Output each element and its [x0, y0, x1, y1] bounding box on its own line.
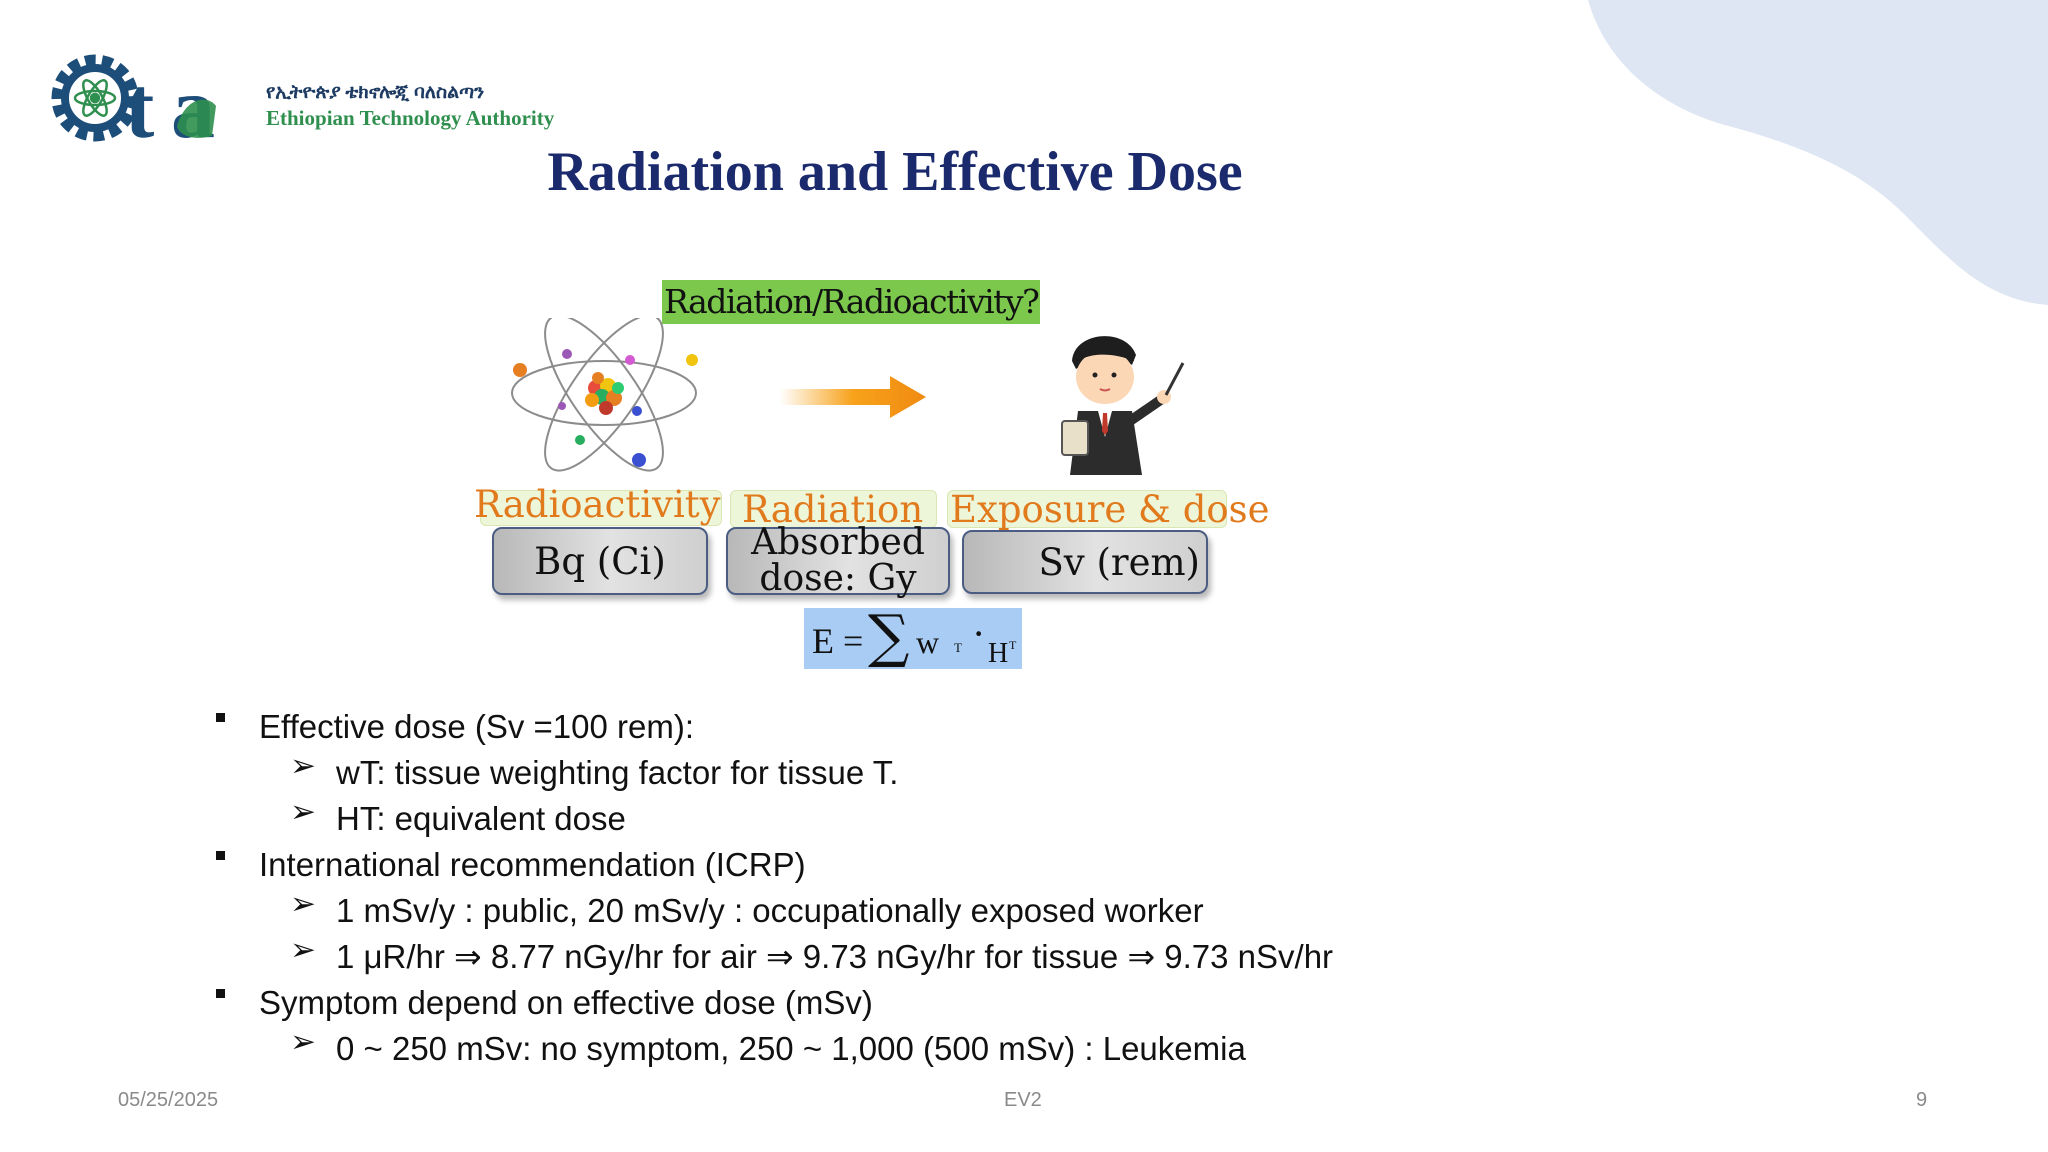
sub-bullet-symptom-ranges: 0 ~ 250 mSv: no symptom, 250 ~ 1,000 (50…	[336, 1030, 1246, 1067]
orange-arrow-icon	[780, 376, 926, 418]
footer-center: EV2	[1004, 1089, 1042, 1111]
formula-dot: ·	[972, 611, 986, 656]
sub-bullet-wt: wT: tissue weighting factor for tissue T…	[336, 754, 899, 791]
formula-subscript-t: T	[954, 640, 962, 655]
absorbed-dose-line2: dose: Gy	[759, 558, 917, 599]
org-name-amharic: የኢትዮጵያ ቴክኖሎጂ ባለስልጣን	[266, 82, 485, 103]
square-bullet-icon	[216, 989, 225, 998]
exposure-dose-label: Exposure & dose	[950, 488, 1270, 531]
absorbed-dose-line1: Absorbed	[751, 522, 925, 563]
bq-unit-text: Bq (Ci)	[534, 539, 666, 583]
arrow-bullet-icon: ➢	[290, 1024, 316, 1060]
label-background	[947, 490, 1227, 528]
effective-dose-formula: E = ∑ w T · H T	[804, 602, 1022, 670]
arrow-bullet-icon: ➢	[290, 794, 316, 830]
square-bullet-icon	[216, 851, 225, 860]
sv-unit-box: Sv (rem)	[962, 530, 1208, 594]
formula-h: H	[988, 638, 1009, 669]
atom-icon	[511, 318, 698, 472]
bq-unit-box: Bq (Ci)	[492, 527, 708, 595]
sub-bullet-ht: HT: equivalent dose	[336, 800, 626, 837]
label-background	[480, 490, 722, 526]
slide-title: Radiation and Effective Dose	[547, 141, 1243, 203]
footer-date: 05/25/2025	[118, 1089, 219, 1111]
slide-number: 9	[1916, 1089, 1928, 1111]
radioactivity-label: Radioactivity	[474, 483, 721, 526]
absorbed-dose-box: Absorbed dose: Gy	[726, 522, 950, 599]
formula-sigma: ∑	[868, 602, 910, 670]
diagram-question: Radiation/Radioactivity?	[662, 280, 1041, 324]
sv-unit-text: Sv (rem)	[1038, 540, 1200, 584]
org-name-english: Ethiopian Technology Authority	[266, 106, 555, 130]
arrow-bullet-icon: ➢	[290, 748, 316, 784]
bullet-symptom: Symptom depend on effective dose (mSv)	[259, 984, 873, 1021]
bullet-effective-dose: Effective dose (Sv =100 rem):	[259, 708, 695, 745]
radiation-label: Radiation	[742, 488, 924, 531]
bullet-icrp: International recommendation (ICRP)	[259, 846, 806, 883]
teacher-icon	[1061, 336, 1185, 475]
atom-logo-icon	[73, 79, 117, 117]
svg-text:t: t	[125, 60, 154, 152]
formula-w: w	[916, 624, 940, 660]
sub-bullet-limits: 1 mSv/y : public, 20 mSv/y : occupationa…	[336, 892, 1204, 929]
sub-bullet-conversion: 1 μR/hr ⇒ 8.77 nGy/hr for air ⇒ 9.73 nGy…	[336, 938, 1334, 975]
square-bullet-icon	[216, 713, 225, 722]
eta-logo: t a	[51, 54, 216, 152]
arrow-bullet-icon: ➢	[290, 932, 316, 968]
arrow-bullet-icon: ➢	[290, 886, 316, 922]
formula-lhs: E =	[812, 621, 864, 661]
label-background	[730, 490, 937, 528]
formula-subscript-t2: T	[1009, 638, 1017, 652]
